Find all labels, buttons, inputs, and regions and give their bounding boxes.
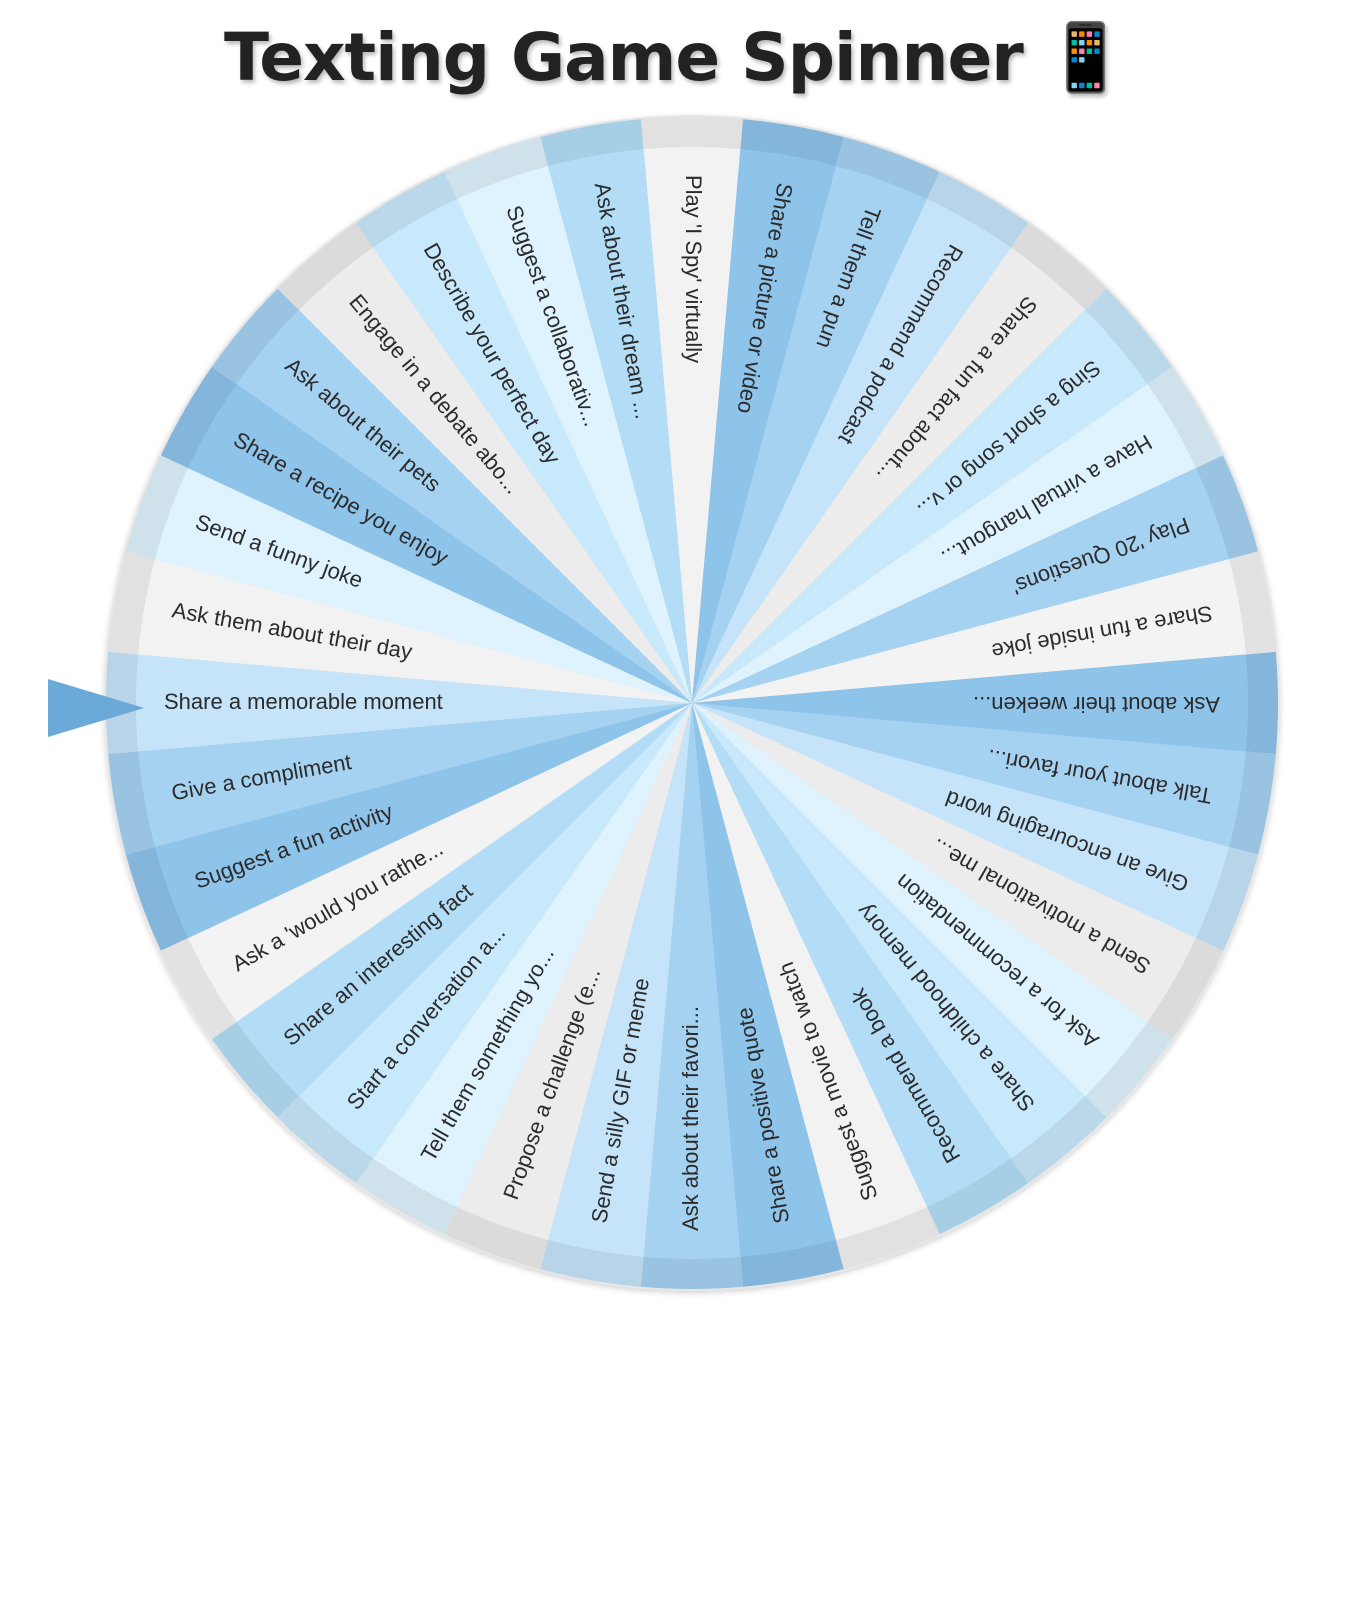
wheel-segment — [236, 703, 693, 1097]
wheel-segment — [136, 654, 692, 752]
wheel-segment — [692, 654, 1249, 752]
wheel-segment — [643, 703, 741, 1259]
page-title: Texting Game Spinner 📱 — [223, 19, 1127, 96]
wheel-segment — [692, 703, 1011, 1207]
wheel-segment — [154, 703, 692, 938]
wheel-segment — [548, 149, 692, 704]
wheel-segment — [457, 703, 692, 1241]
wheel-segment — [373, 199, 692, 703]
wheel-segment — [692, 384, 1196, 703]
wheel-segment — [373, 703, 692, 1207]
wheel-segment — [692, 149, 836, 704]
wheel-segment — [188, 384, 692, 703]
wheel-segment — [692, 309, 1148, 703]
wheel-segment — [692, 559, 1246, 703]
wheel-segment — [548, 703, 692, 1257]
wheel-segment — [298, 703, 692, 1159]
wheel-segment — [692, 199, 1011, 703]
wheel-segment — [236, 309, 693, 703]
wheel-segment — [138, 559, 693, 703]
wheel-segment — [692, 703, 1230, 938]
wheel-segment — [188, 703, 692, 1022]
wheel-segment — [692, 703, 1086, 1159]
wheel-segment — [138, 703, 693, 847]
wheel-segment — [298, 247, 692, 704]
wheel-segment — [643, 147, 741, 704]
wheel-segment — [692, 247, 1086, 704]
wheel-segment-label: Ask about their favori... — [678, 1006, 703, 1231]
wheel-segment — [692, 703, 1196, 1022]
wheel-segment — [692, 703, 1148, 1097]
wheel-segment-label: Share a memorable moment — [164, 689, 443, 714]
wheel-segment-label: Ask about their weeken... — [973, 692, 1220, 717]
wheel-segment — [692, 703, 927, 1241]
pointer-arrow-icon — [48, 679, 144, 737]
wheel-segment — [154, 468, 692, 703]
wheel-segment-label: Play 'I Spy' virtually — [681, 175, 706, 363]
wheel-segment — [692, 703, 836, 1257]
wheel-segments — [105, 116, 1278, 1290]
wheel-segment — [692, 468, 1230, 703]
wheel-segment — [457, 165, 692, 703]
wheel-segment — [692, 165, 927, 703]
wheel-segment — [692, 703, 1246, 847]
